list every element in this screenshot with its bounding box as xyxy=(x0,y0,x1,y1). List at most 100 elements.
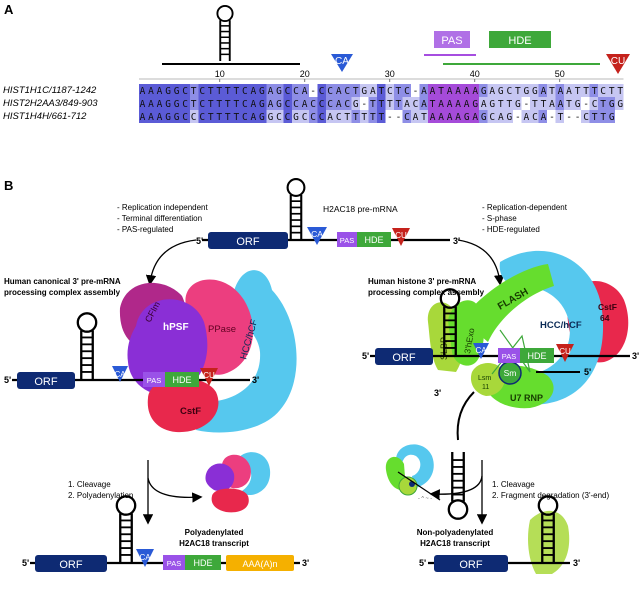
svg-text:CstF: CstF xyxy=(180,406,201,417)
left-product-title: Polyadenylated H2AC18 transcript xyxy=(179,528,249,548)
alignment-cell-shade xyxy=(181,97,190,110)
alignment-cell-shade xyxy=(334,84,343,97)
svg-text:PAS: PAS xyxy=(340,236,354,245)
svg-text:PAS: PAS xyxy=(502,352,516,361)
alignment-cell-shade xyxy=(615,84,624,97)
alignment-cell-shade xyxy=(258,84,267,97)
alignment-cell-shade xyxy=(470,110,479,123)
alignment-cell-shade xyxy=(309,110,318,123)
alignment-cell-shade xyxy=(351,110,360,123)
pre-mrna-title: H2AC18 pre-mRNA xyxy=(323,204,398,214)
alignment-cell-shade xyxy=(598,97,607,110)
alignment-cell-shade xyxy=(598,110,607,123)
left-complex-title: Human canonical 3' pre-mRNA processing c… xyxy=(4,277,121,297)
alignment-cell-shade xyxy=(139,97,148,110)
alignment-cell-shade xyxy=(530,84,539,97)
alignment-cell-shade xyxy=(572,97,581,110)
alignment-cell-shade xyxy=(402,84,411,97)
non-polyadenylated-transcript: 5' ORF 3' xyxy=(419,495,580,574)
alignment-cell-shade xyxy=(572,84,581,97)
alignment-cell-shade xyxy=(470,97,479,110)
svg-text:PAS: PAS xyxy=(167,559,181,568)
alignment-cell-shade xyxy=(326,110,335,123)
alignment-cell-shade xyxy=(453,97,462,110)
alignment-cell-shade xyxy=(317,84,326,97)
alignment-cell-shade xyxy=(266,110,275,123)
alignment-cell-shade xyxy=(368,110,377,123)
svg-text:CU: CU xyxy=(611,56,625,67)
right-steps: 1. Cleavage 2. Fragment degradation (3'-… xyxy=(492,480,609,500)
alignment-cell-shade xyxy=(419,84,428,97)
svg-text:HCC/hCF: HCC/hCF xyxy=(540,320,582,331)
svg-text:Polyadenylated: Polyadenylated xyxy=(185,528,244,537)
exo-shape xyxy=(448,300,484,366)
alignment-cell-shade xyxy=(147,97,156,110)
alignment-cell-shade xyxy=(249,97,258,110)
svg-text:Human histone 3' pre-mRNA: Human histone 3' pre-mRNA xyxy=(368,277,476,286)
left-release-arrow xyxy=(147,477,203,503)
alignment-cell-shade xyxy=(360,110,369,123)
svg-text:3': 3' xyxy=(302,558,309,568)
alignment-cell-shade xyxy=(377,97,386,110)
orf-box xyxy=(208,232,288,249)
alignment-cell-shade xyxy=(198,84,207,97)
svg-text:CA: CA xyxy=(475,346,487,355)
alignment-cell-shade xyxy=(496,110,505,123)
alignment-cell-shade xyxy=(538,97,547,110)
right-notes: - Replication-dependent - S-phase - HDE-… xyxy=(482,203,568,234)
svg-text:3'hExo: 3'hExo xyxy=(462,327,476,354)
svg-text:HDE: HDE xyxy=(527,351,546,361)
svg-text:2. Polyadenylation: 2. Polyadenylation xyxy=(68,491,133,500)
alignment-cell-shade xyxy=(487,84,496,97)
alignment-cell-shade xyxy=(598,84,607,97)
alignment-cell-shade xyxy=(292,110,301,123)
alignment-cell-shade xyxy=(436,110,445,123)
svg-text:5': 5' xyxy=(4,375,11,385)
svg-text:PAS: PAS xyxy=(147,376,161,385)
alignment-cell-shade xyxy=(564,97,573,110)
svg-text:1. Cleavage: 1. Cleavage xyxy=(68,480,111,489)
alignment-cell-shade xyxy=(504,110,513,123)
svg-text:3': 3' xyxy=(434,388,441,398)
alignment-cell-shade xyxy=(224,97,233,110)
alignment-cell-shade xyxy=(326,97,335,110)
alignment-cell-shade xyxy=(249,84,258,97)
alignment-cell-shade xyxy=(360,84,369,97)
svg-text:Lsm: Lsm xyxy=(478,375,491,382)
alignment-cell-shade xyxy=(326,84,335,97)
svg-text:HDE: HDE xyxy=(364,235,383,245)
alignment-cell-shade xyxy=(411,97,420,110)
left-notes: - Replication independent - Terminal dif… xyxy=(117,203,209,234)
alignment-cell-shade xyxy=(266,84,275,97)
alignment-cell-shade xyxy=(462,110,471,123)
alignment-cell-shade xyxy=(241,84,250,97)
alignment-cell-shade xyxy=(181,84,190,97)
svg-text:H2AC18 transcript: H2AC18 transcript xyxy=(420,539,490,548)
alignment-cell-shade xyxy=(428,84,437,97)
alignment-cell-shade xyxy=(385,84,394,97)
alignment-cell-shade xyxy=(343,110,352,123)
alignment-cell-shade xyxy=(470,84,479,97)
alignment-cell-shade xyxy=(589,97,598,110)
alignment-cell-shade xyxy=(156,110,165,123)
alignment-cell-shade xyxy=(292,97,301,110)
alignment-cell-shade xyxy=(377,110,386,123)
ruler-tick-label: 50 xyxy=(555,69,565,79)
svg-text:CstF: CstF xyxy=(598,302,617,312)
alignment-cell-shade xyxy=(564,84,573,97)
ruler-tick-label: 30 xyxy=(385,69,395,79)
alignment-cell-shade xyxy=(428,110,437,123)
svg-text:64: 64 xyxy=(600,313,610,323)
released-canonical-factors xyxy=(205,452,271,513)
alignment-cell-shade xyxy=(334,97,343,110)
alignment-cell-shade xyxy=(249,110,258,123)
alignment-cell-shade xyxy=(292,84,301,97)
alignment-cell-shade xyxy=(198,110,207,123)
svg-text:Human canonical 3' pre-mRNA: Human canonical 3' pre-mRNA xyxy=(4,277,121,286)
svg-text:ORF: ORF xyxy=(59,559,83,571)
alignment-cell-shade xyxy=(530,97,539,110)
alignment-cell-shade xyxy=(479,110,488,123)
alignment-cell-shade xyxy=(215,110,224,123)
